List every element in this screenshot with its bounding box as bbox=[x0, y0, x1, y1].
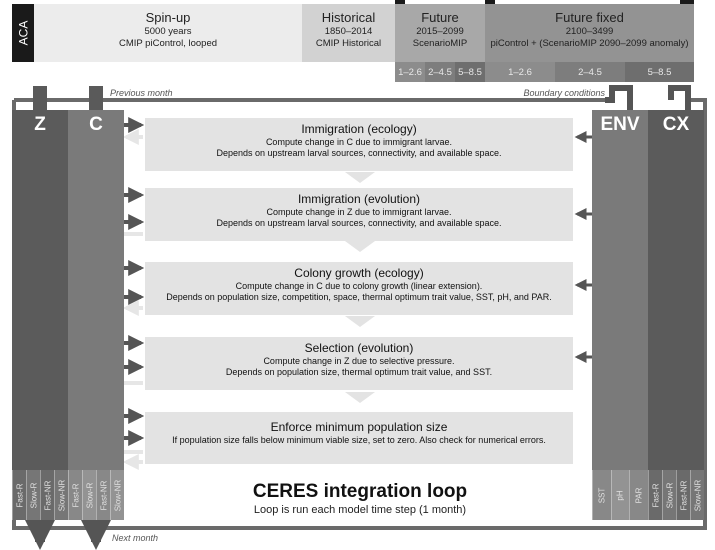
future-fixed-end-marker bbox=[680, 0, 694, 4]
step-line: Compute change in Z due to immigrant lar… bbox=[266, 206, 452, 217]
env-sub-label: pH bbox=[611, 470, 629, 520]
c-sub-label: Fast-R bbox=[68, 470, 82, 520]
step-line: Depends on upstream larval sources, conn… bbox=[216, 218, 502, 228]
step-line: Depends on population size, thermal opti… bbox=[225, 367, 493, 377]
phase-line: piControl + (ScenarioMIP 2090–2099 anoma… bbox=[490, 38, 689, 49]
step-immigration-evolution: Immigration (evolution) Compute change i… bbox=[145, 188, 573, 241]
step-title: Immigration (evolution) bbox=[297, 192, 421, 206]
boundary-connector-cx bbox=[668, 85, 691, 112]
fixed-scenario-cell: 5–8.5 bbox=[625, 62, 694, 82]
next-month-note: Next month bbox=[112, 533, 159, 543]
phase-future: Future 2015–2099 ScenarioMIP bbox=[395, 4, 485, 62]
fixed-scenario-cell: 1–2.6 bbox=[485, 62, 555, 82]
cx-sub-label: Slow-R bbox=[662, 470, 676, 520]
step-line: Depends on upstream larval sources, conn… bbox=[216, 148, 502, 158]
boundary-conditions-note: Boundary conditions bbox=[523, 88, 605, 98]
loop-subtitle: Loop is run each model time step (1 mont… bbox=[253, 504, 467, 516]
fixed-scenario-cell: 2–4.5 bbox=[555, 62, 625, 82]
step-chevron bbox=[345, 392, 375, 403]
future-marker bbox=[395, 0, 405, 4]
phase-title: Historical bbox=[321, 10, 376, 25]
phase-line: 5000 years bbox=[144, 26, 192, 37]
step-enforce-minimum: Enforce minimum population size If popul… bbox=[145, 412, 573, 464]
step-chevron bbox=[345, 172, 375, 183]
z-sub-label: Fast-NR bbox=[40, 470, 54, 520]
phase-spin-up: Spin-up 5000 years CMIP piControl, loope… bbox=[34, 4, 302, 62]
step-title: Immigration (ecology) bbox=[301, 122, 417, 136]
step-line: If population size falls below minimum v… bbox=[172, 434, 546, 445]
phase-line: CMIP piControl, looped bbox=[118, 38, 218, 49]
step-title: Enforce minimum population size bbox=[270, 420, 448, 434]
env-sub-label: SST bbox=[592, 470, 611, 520]
cx-sub-label: Fast-R bbox=[648, 470, 662, 520]
loop-title: CERES integration loop bbox=[252, 481, 468, 502]
phase-line: 2100–3499 bbox=[565, 26, 614, 37]
future-fixed-marker bbox=[485, 0, 495, 4]
z-sub-label: Slow-R bbox=[26, 470, 40, 520]
cx-column bbox=[648, 110, 704, 520]
step-immigration-ecology: Immigration (ecology) Compute change in … bbox=[145, 118, 573, 171]
future-scenario-cell: 1–2.6 bbox=[395, 62, 425, 82]
step-chevron bbox=[345, 241, 375, 252]
phase-future-fixed: Future fixed 2100–3499 piControl + (Scen… bbox=[485, 4, 694, 62]
z-sub-label: Fast-R bbox=[12, 470, 26, 520]
previous-month-bar-z bbox=[33, 86, 47, 112]
cx-sub-label: Slow-NR bbox=[690, 470, 704, 520]
c-sub-label: Slow-NR bbox=[110, 470, 124, 520]
z-column bbox=[12, 110, 68, 520]
step-line: Compute change in C due to colony growth… bbox=[235, 280, 483, 291]
phase-line: ScenarioMIP bbox=[412, 38, 468, 49]
previous-month-bar-c bbox=[89, 86, 103, 112]
step-chevron bbox=[345, 316, 375, 327]
env-column bbox=[592, 110, 648, 520]
c-sub-label: Slow-R bbox=[82, 470, 96, 520]
z-column-label: Z bbox=[34, 114, 46, 135]
phase-title: Future fixed bbox=[555, 10, 624, 25]
previous-month-note: Previous month bbox=[110, 88, 173, 98]
c-column-label: C bbox=[89, 114, 103, 135]
env-sub-label: PAR bbox=[629, 470, 648, 520]
future-scenario-cell: 2–4.5 bbox=[425, 62, 455, 82]
z-sub-label: Slow-NR bbox=[54, 470, 68, 520]
step-title: Selection (evolution) bbox=[304, 341, 414, 355]
phase-line: 2015–2099 bbox=[416, 26, 464, 37]
aca-label: ACA bbox=[12, 4, 34, 62]
env-column-label: ENV bbox=[600, 114, 640, 135]
c-sub-label: Fast-NR bbox=[96, 470, 110, 520]
cx-sub-label: Fast-NR bbox=[676, 470, 690, 520]
phase-historical: Historical 1850–2014 CMIP Historical bbox=[302, 4, 395, 62]
step-line: Depends on population size, competition,… bbox=[166, 292, 552, 302]
phase-title: Future bbox=[421, 10, 459, 25]
phase-line: CMIP Historical bbox=[315, 38, 382, 49]
c-column bbox=[68, 110, 124, 520]
phase-line: 1850–2014 bbox=[324, 26, 373, 37]
step-colony-growth: Colony growth (ecology) Compute change i… bbox=[145, 262, 573, 315]
step-selection: Selection (evolution) Compute change in … bbox=[145, 337, 573, 390]
step-line: Compute change in C due to immigrant lar… bbox=[265, 136, 453, 147]
future-scenario-cell: 5–8.5 bbox=[455, 62, 485, 82]
step-title: Colony growth (ecology) bbox=[294, 266, 424, 280]
step-line: Compute change in Z due to selective pre… bbox=[263, 355, 455, 366]
phase-title: Spin-up bbox=[145, 10, 191, 25]
boundary-connector-env bbox=[605, 85, 633, 112]
cx-column-label: CX bbox=[662, 114, 690, 135]
